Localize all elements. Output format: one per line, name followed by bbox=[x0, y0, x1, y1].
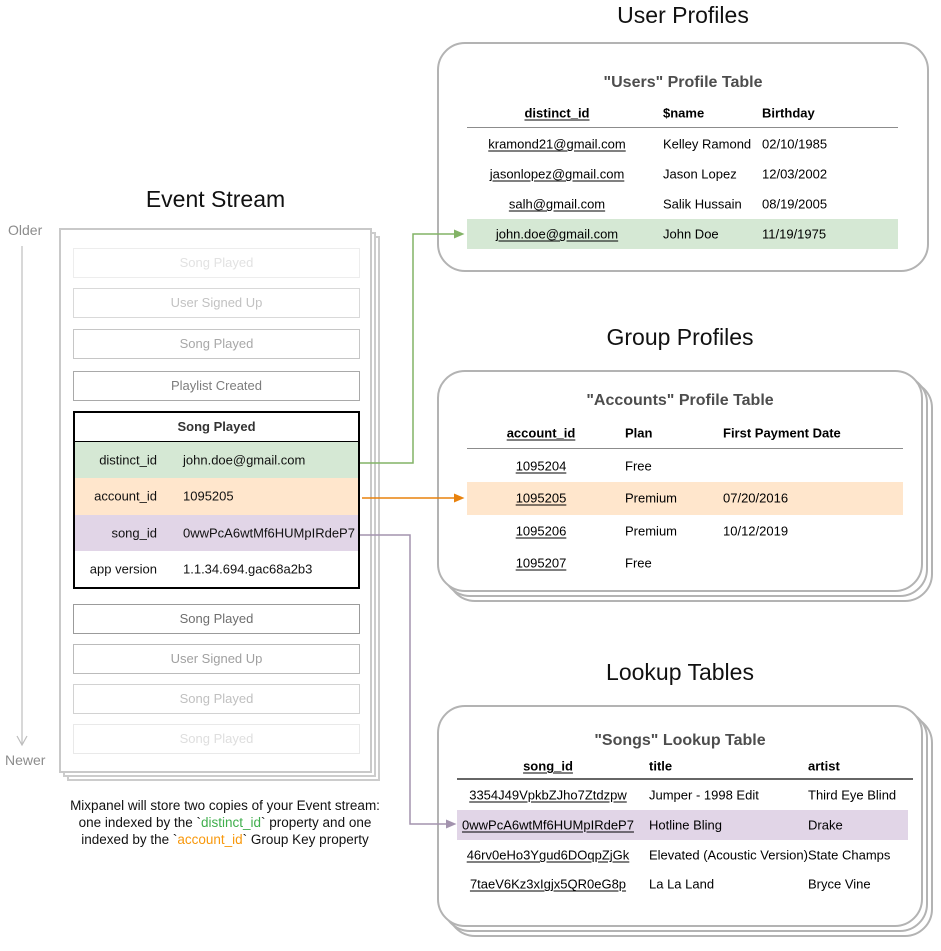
group-profiles-title: Group Profiles bbox=[606, 324, 754, 350]
column-header: song_id bbox=[523, 758, 573, 774]
column-header: distinct_id bbox=[524, 105, 590, 121]
table-row: jasonlopez@gmail.com Jason Lopez 12/03/2… bbox=[467, 159, 898, 189]
table-cell: 3354J49VpkbZJho7Ztdzpw bbox=[469, 787, 627, 803]
lookup-tables-title: Lookup Tables bbox=[606, 659, 754, 685]
table-cell: Jumper - 1998 Edit bbox=[649, 787, 759, 803]
event-box: User Signed Up bbox=[73, 644, 360, 674]
property-value: john.doe@gmail.com bbox=[183, 452, 306, 468]
timeline-arrow-icon bbox=[16, 246, 28, 747]
newer-label: Newer bbox=[5, 752, 46, 768]
table-cell: Bryce Vine bbox=[808, 876, 871, 892]
older-label: Older bbox=[8, 222, 43, 238]
event-box: Song Played bbox=[73, 604, 360, 634]
table-row-highlighted-green: john.doe@gmail.com John Doe 11/19/1975 bbox=[467, 219, 898, 249]
table-cell: Kelley Ramond bbox=[663, 136, 752, 152]
accounts-card bbox=[437, 370, 923, 592]
songs-table-title: "Songs" Lookup Table bbox=[594, 732, 766, 749]
table-cell: 08/19/2005 bbox=[762, 196, 828, 212]
songs-header-rule bbox=[457, 778, 913, 780]
event-box: Song Played bbox=[73, 684, 360, 714]
column-header: artist bbox=[808, 758, 840, 774]
event-box: Song Played bbox=[73, 329, 360, 359]
event-box: Song Played bbox=[73, 724, 360, 754]
caption-distinct-id: distinct_id bbox=[200, 815, 262, 830]
table-cell: Elevated (Acoustic Version) bbox=[649, 847, 808, 863]
active-event-card: Song Played distinct_id john.doe@gmail.c… bbox=[73, 411, 360, 589]
table-cell: La La Land bbox=[649, 876, 715, 892]
table-cell: 1095204 bbox=[515, 458, 567, 474]
column-header: Plan bbox=[625, 425, 653, 441]
event-property-row-song-id: song_id 0wwPcA6wtMf6HUMpIRdeP7 bbox=[75, 514, 358, 551]
property-value: 1095205 bbox=[183, 488, 234, 504]
table-cell: Premium bbox=[625, 490, 678, 506]
table-cell: Drake bbox=[808, 817, 843, 833]
table-cell: 0wwPcA6wtMf6HUMpIRdeP7 bbox=[462, 817, 634, 833]
table-row: 1095204 Free bbox=[467, 450, 903, 483]
table-row: kramond21@gmail.com Kelley Ramond 02/10/… bbox=[467, 129, 898, 159]
table-row: salh@gmail.com Salik Hussain 08/19/2005 bbox=[467, 189, 898, 219]
table-cell: john.doe@gmail.com bbox=[495, 226, 619, 242]
table-cell: jasonlopez@gmail.com bbox=[489, 166, 625, 182]
property-value: 0wwPcA6wtMf6HUMpIRdeP7 bbox=[183, 525, 355, 541]
table-cell: kramond21@gmail.com bbox=[488, 136, 626, 152]
column-header: $name bbox=[663, 105, 705, 121]
table-row: 46rv0eHo3Ygud6DOqpZjGk Elevated (Acousti… bbox=[457, 840, 908, 870]
songs-header-row: song_id title artist bbox=[457, 755, 908, 777]
event-property-row-distinct-id: distinct_id john.doe@gmail.com bbox=[75, 442, 358, 479]
table-cell: 1095206 bbox=[515, 523, 567, 539]
table-cell: 1095207 bbox=[515, 555, 567, 571]
accounts-table-title: "Accounts" Profile Table bbox=[586, 392, 774, 409]
caption-line1: Mixpanel will store two copies of your E… bbox=[70, 798, 380, 813]
event-stream-title: Event Stream bbox=[145, 186, 286, 212]
users-header-rule bbox=[467, 127, 898, 128]
table-cell: State Champs bbox=[808, 847, 891, 863]
table-cell: 07/20/2016 bbox=[723, 490, 789, 506]
table-cell: salh@gmail.com bbox=[508, 196, 606, 212]
user-profiles-title: User Profiles bbox=[617, 2, 749, 28]
event-box: Song Played bbox=[73, 248, 360, 278]
table-cell: 12/03/2002 bbox=[762, 166, 828, 182]
table-row: 1095207 Free bbox=[467, 547, 903, 580]
event-property-row-account-id: account_id 1095205 bbox=[75, 478, 358, 515]
table-cell: 7taeV6Kz3xIgjx5QR0eG8p bbox=[469, 876, 627, 892]
property-key: account_id bbox=[94, 488, 157, 504]
table-cell: Salik Hussain bbox=[663, 196, 742, 212]
table-row-highlighted-orange: 1095205 Premium 07/20/2016 bbox=[467, 482, 903, 515]
table-cell: 10/12/2019 bbox=[723, 523, 789, 539]
table-row-highlighted-purple: 0wwPcA6wtMf6HUMpIRdeP7 Hotline Bling Dra… bbox=[457, 810, 908, 840]
event-box: Playlist Created bbox=[73, 371, 360, 401]
users-table-title: "Users" Profile Table bbox=[603, 74, 763, 91]
table-cell: 46rv0eHo3Ygud6DOqpZjGk bbox=[466, 847, 630, 863]
event-box: User Signed Up bbox=[73, 288, 360, 318]
caption-account-id: account_id bbox=[177, 832, 243, 847]
property-key: app version bbox=[89, 561, 157, 577]
caption: Mixpanel will store two copies of your E… bbox=[70, 798, 380, 847]
users-header-row: distinct_id $name Birthday bbox=[467, 102, 898, 124]
column-header: account_id bbox=[506, 425, 576, 441]
table-cell: Premium bbox=[625, 523, 678, 539]
table-row: 3354J49VpkbZJho7Ztdzpw Jumper - 1998 Edi… bbox=[457, 780, 908, 810]
table-cell: Third Eye Blind bbox=[808, 787, 897, 803]
table-cell: 1095205 bbox=[515, 490, 567, 506]
table-cell: 11/19/1975 bbox=[762, 226, 827, 242]
property-key: song_id bbox=[111, 525, 157, 541]
table-cell: Hotline Bling bbox=[649, 817, 722, 833]
column-header: title bbox=[649, 758, 673, 774]
column-header: First Payment Date bbox=[723, 425, 841, 441]
property-key: distinct_id bbox=[99, 452, 157, 468]
table-cell: Free bbox=[625, 458, 652, 474]
column-header: Birthday bbox=[762, 105, 815, 121]
active-event-name: Song Played bbox=[75, 413, 358, 442]
accounts-header-row: account_id Plan First Payment Date bbox=[467, 422, 903, 444]
accounts-header-rule bbox=[467, 448, 903, 449]
table-row: 1095206 Premium 10/12/2019 bbox=[467, 515, 903, 548]
table-cell: 02/10/1985 bbox=[762, 136, 828, 152]
table-row: 7taeV6Kz3xIgjx5QR0eG8p La La Land Bryce … bbox=[457, 869, 908, 899]
event-property-row-app-version: app version 1.1.34.694.gac68a2b3 bbox=[75, 551, 358, 587]
table-cell: Jason Lopez bbox=[663, 166, 737, 182]
property-value: 1.1.34.694.gac68a2b3 bbox=[183, 561, 313, 577]
table-cell: John Doe bbox=[663, 226, 719, 242]
table-cell: Free bbox=[625, 555, 652, 571]
